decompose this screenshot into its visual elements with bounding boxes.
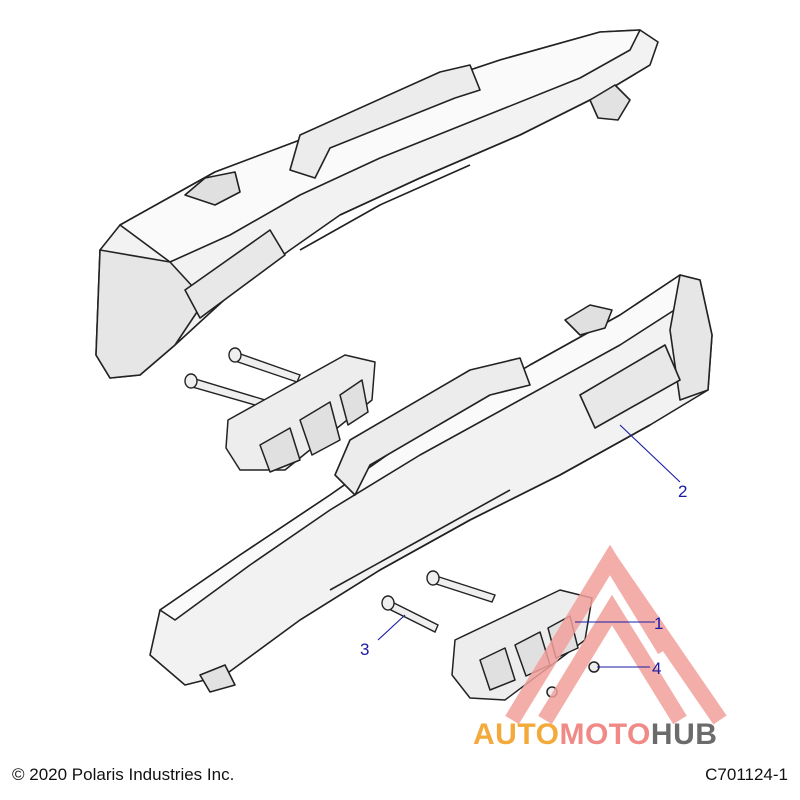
lower-gun-case — [149, 274, 713, 693]
copyright-text: © 2020 Polaris Industries Inc. — [12, 765, 235, 784]
watermark-moto: MOTO — [559, 718, 651, 751]
leader-lines — [377, 424, 681, 668]
watermark-auto: AUTO — [473, 718, 560, 751]
callout-1: 1 — [654, 614, 664, 633]
callout-2: 2 — [678, 482, 688, 501]
lower-bolts — [381, 570, 496, 633]
watermark-hub: HUB — [650, 718, 718, 751]
watermark-triangle — [505, 544, 727, 725]
watermark-text: AUTOMOTOHUB — [473, 718, 717, 752]
upper-gun-case — [95, 29, 659, 379]
upper-mount-bracket — [225, 354, 376, 473]
callout-3: 3 — [360, 640, 370, 659]
callout-4: 4 — [652, 659, 662, 678]
diagram-code: C701124-1 — [705, 765, 788, 784]
